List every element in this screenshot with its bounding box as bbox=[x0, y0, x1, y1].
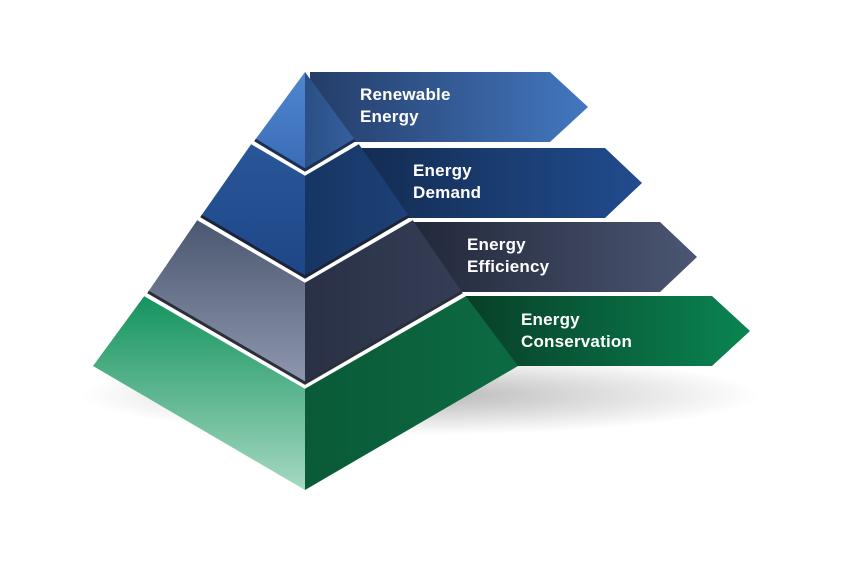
label-line-2: Energy bbox=[360, 107, 419, 126]
tier-energy-demand bbox=[201, 143, 409, 277]
label-renewable-energy: Renewable Energy bbox=[360, 84, 451, 128]
arrow-energy-efficiency bbox=[412, 222, 697, 292]
label-line-1: Energy bbox=[467, 235, 526, 254]
label-line-2: Demand bbox=[413, 183, 482, 202]
arrow-energy-demand bbox=[360, 148, 642, 218]
label-energy-efficiency: Energy Efficiency bbox=[467, 234, 549, 278]
label-energy-conservation: Energy Conservation bbox=[521, 309, 632, 353]
label-energy-demand: Energy Demand bbox=[413, 160, 481, 204]
label-line-2: Conservation bbox=[521, 332, 633, 351]
arrow-energy-conservation bbox=[465, 296, 750, 366]
tier-energy-efficiency bbox=[148, 219, 462, 383]
label-line-1: Renewable bbox=[360, 85, 451, 104]
tier-energy-conservation bbox=[93, 295, 518, 490]
arrow-renewable-energy bbox=[310, 72, 588, 142]
label-line-1: Energy bbox=[413, 161, 472, 180]
label-line-1: Energy bbox=[521, 310, 580, 329]
tier-renewable-energy bbox=[255, 72, 355, 170]
label-line-2: Efficiency bbox=[467, 257, 550, 276]
